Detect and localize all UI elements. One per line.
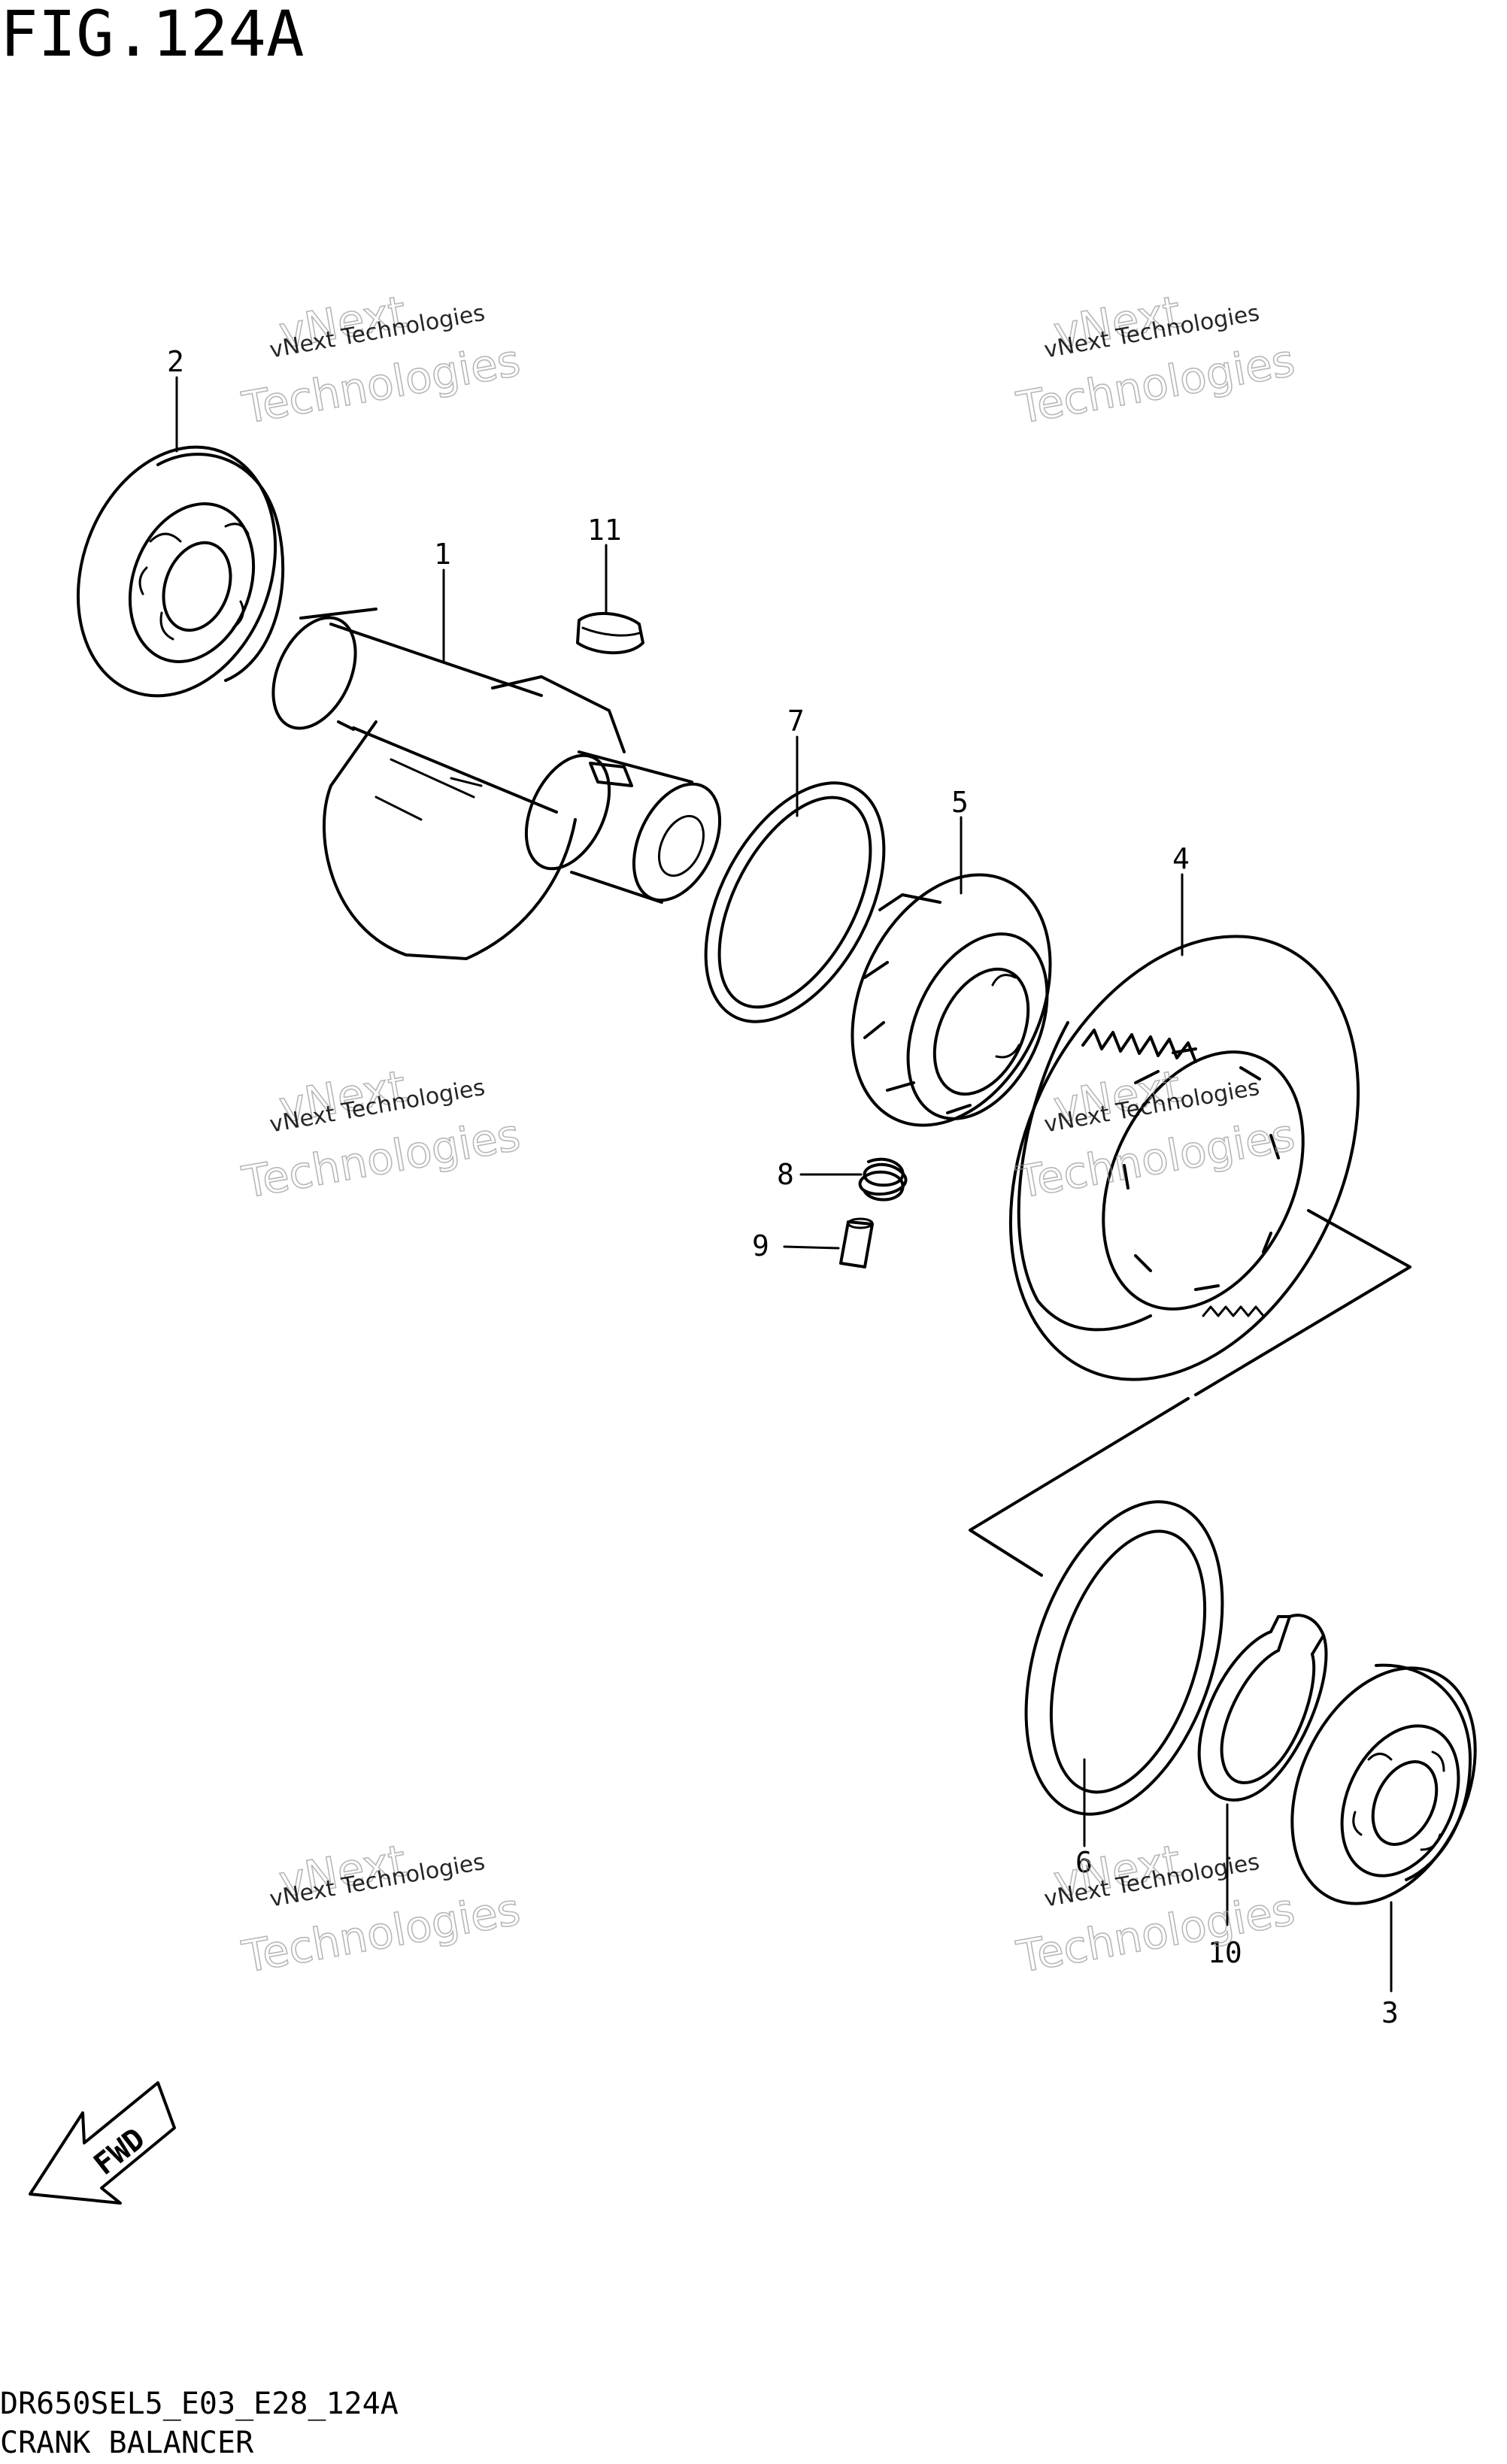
callout-8: 8 — [777, 1158, 794, 1191]
watermark-mid-left: vNext Technologies vNext Technologies — [238, 1060, 524, 1209]
fwd-arrow-icon: FWD — [29, 2081, 176, 2205]
watermark-bottom-right: vNext Technologies vNext Technologies — [1012, 1835, 1299, 1984]
callout-7: 7 — [787, 705, 805, 738]
part-10-circlip — [1197, 1614, 1328, 1802]
figure-title: FIG.124A — [0, 0, 305, 71]
watermark-top-right: vNext Technologies vNext Technologies — [1012, 286, 1299, 435]
part-7-ring — [704, 781, 886, 1023]
callout-2: 2 — [167, 345, 184, 378]
part-11-key — [576, 611, 644, 655]
part-2-bearing — [76, 445, 285, 698]
callout-3: 3 — [1381, 1996, 1399, 2029]
part-8-spring — [858, 1157, 908, 1202]
callout-6: 6 — [1075, 1846, 1093, 1879]
callout-4: 4 — [1172, 842, 1190, 875]
callout-9: 9 — [752, 1229, 769, 1262]
part-4-gear — [1008, 935, 1360, 1381]
figure-caption: CRANK BALANCER — [0, 2426, 254, 2460]
watermark-bottom-left: vNext Technologies vNext Technologies — [238, 1835, 524, 1984]
callout-11: 11 — [587, 514, 622, 547]
callout-10: 10 — [1208, 1936, 1242, 1969]
part-1-balancer-shaft — [271, 608, 722, 960]
figure-code: DR650SEL5_E03_E28_124A — [0, 2387, 399, 2421]
watermark-top-left: vNext Technologies vNext Technologies — [238, 286, 524, 435]
part-3-bearing — [1290, 1663, 1477, 1905]
callout-1: 1 — [434, 538, 451, 571]
part-9-pin — [839, 1217, 874, 1268]
part-5-hub — [851, 873, 1052, 1127]
callout-5: 5 — [951, 786, 969, 819]
part-6-washer — [1024, 1500, 1224, 1816]
